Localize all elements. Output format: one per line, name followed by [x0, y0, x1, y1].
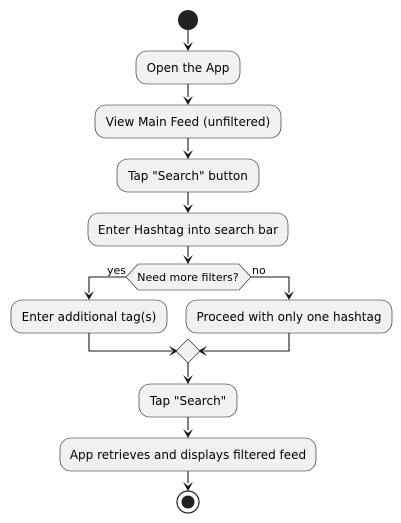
merge-node [175, 338, 201, 364]
node-tap-search-label: Tap "Search" [149, 394, 226, 408]
node-open-app: Open the App [135, 50, 241, 85]
arrow-decision-yes [84, 291, 94, 300]
branch-no-label: no [252, 264, 266, 277]
arrow-merge-search [183, 375, 193, 384]
edge-yes-merge [88, 333, 172, 352]
node-open-app-label: Open the App [147, 61, 230, 75]
node-proceed-one: Proceed with only one hashtag [185, 299, 393, 334]
arrow-retrieve-end [183, 482, 193, 491]
node-enter-hashtag-label: Enter Hashtag into search bar [98, 223, 278, 237]
arrow-tap-enter [183, 204, 193, 213]
arrow-no-merge [198, 346, 207, 356]
arrow-decision-no [284, 291, 294, 300]
node-enter-hashtag: Enter Hashtag into search bar [87, 212, 289, 247]
edge-no-merge [204, 333, 290, 352]
node-enter-additional-label: Enter additional tag(s) [22, 310, 157, 324]
arrow-yes-merge [169, 346, 178, 356]
node-view-feed-label: View Main Feed (unfiltered) [106, 115, 270, 129]
edge-decision-no [251, 276, 290, 293]
node-retrieve-feed-label: App retrieves and displays filtered feed [70, 448, 306, 462]
node-tap-search-button: Tap "Search" button [116, 158, 260, 193]
arrow-open-view [183, 96, 193, 105]
edge-decision-yes [88, 276, 126, 293]
start-node [178, 10, 198, 30]
node-tap-search: Tap "Search" [138, 383, 238, 418]
node-retrieve-feed: App retrieves and displays filtered feed [59, 437, 317, 472]
decision-label: Need more filters? [137, 271, 239, 284]
decision-node: Need more filters? [125, 263, 252, 291]
node-enter-additional: Enter additional tag(s) [10, 299, 168, 334]
arrow-search-retrieve [183, 429, 193, 438]
arrow-start-open [183, 42, 193, 51]
arrow-enter-decision [183, 255, 193, 264]
branch-yes-label: yes [107, 264, 126, 277]
node-tap-search-button-label: Tap "Search" button [127, 169, 248, 183]
arrow-view-tap [183, 150, 193, 159]
node-proceed-one-label: Proceed with only one hashtag [197, 310, 382, 324]
end-node [176, 490, 200, 514]
node-view-feed: View Main Feed (unfiltered) [94, 104, 282, 139]
